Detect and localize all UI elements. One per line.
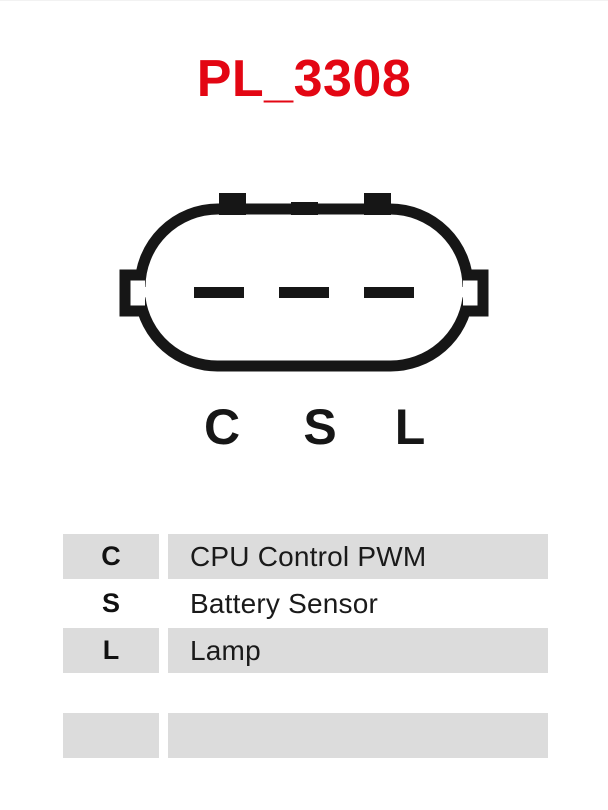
pin-label-s: S (303, 399, 337, 455)
pin-slot-s (279, 287, 329, 298)
top-tab-center (291, 202, 318, 215)
legend-key-s: S (63, 581, 159, 626)
legend-value-l: Lamp (168, 628, 548, 673)
pin-slot-c (194, 287, 244, 298)
table-row: C CPU Control PWM (63, 534, 548, 579)
pin-label-c: C (203, 399, 241, 455)
connector-illustration (118, 184, 490, 374)
left-side-tab (119, 269, 145, 317)
legend-value-s: Battery Sensor (168, 581, 548, 626)
table-row: S Battery Sensor (63, 581, 548, 626)
pin-letter-row: C S L (118, 399, 490, 461)
pin-legend-table: C CPU Control PWM S Battery Sensor L Lam… (63, 534, 548, 760)
page-title: PL_3308 (196, 50, 412, 108)
legend-key-c: C (63, 534, 159, 579)
connector-outline-svg (119, 193, 489, 372)
table-row: L Lamp (63, 628, 548, 673)
legend-key-l: L (63, 628, 159, 673)
legend-value-empty (168, 675, 548, 713)
top-tab-left (219, 193, 246, 215)
legend-key-empty (63, 675, 159, 713)
table-row-spacer (63, 675, 548, 713)
top-tab-right (364, 193, 391, 215)
connector-body-shape (122, 203, 486, 372)
legend-key-blank (63, 713, 159, 758)
legend-value-blank (168, 713, 548, 758)
legend-value-c: CPU Control PWM (168, 534, 548, 579)
pin-slot-l (364, 287, 414, 298)
pin-label-l: L (394, 399, 426, 455)
right-side-tab (463, 269, 489, 317)
table-row (63, 713, 548, 758)
